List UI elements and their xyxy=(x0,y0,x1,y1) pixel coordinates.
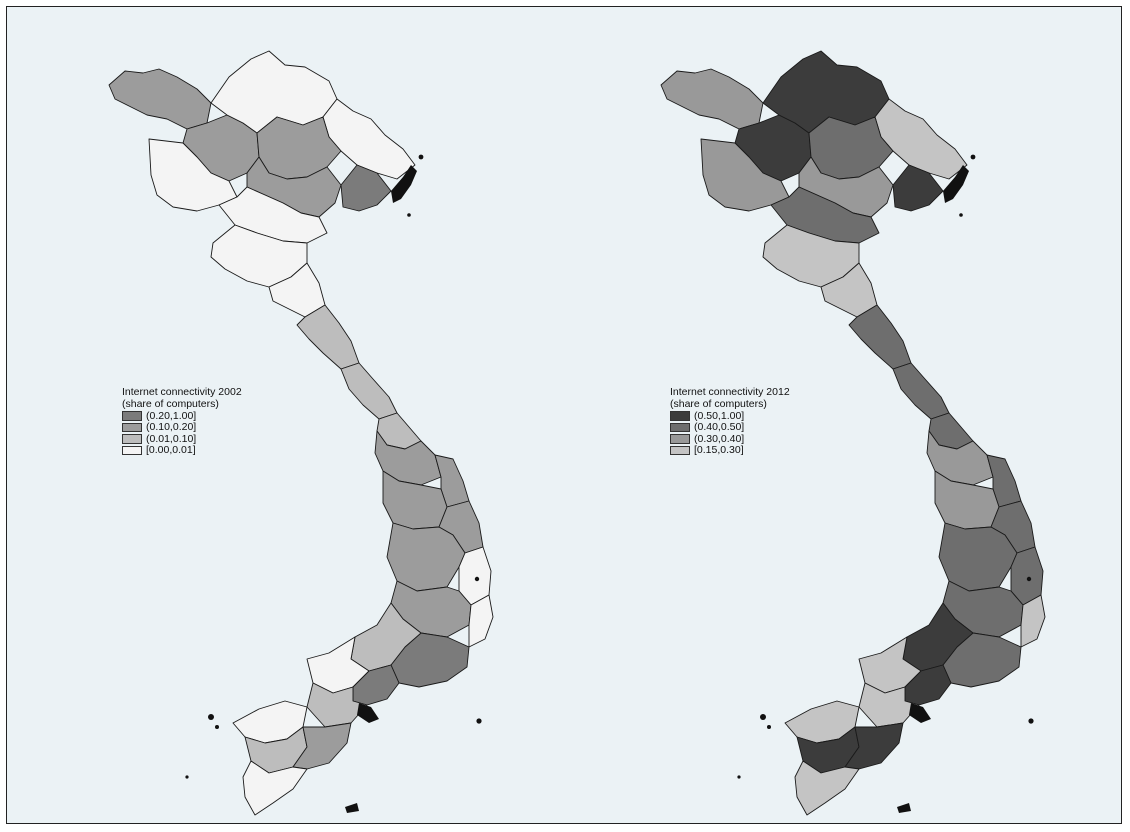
legend-label: [0.15,0.30] xyxy=(694,444,744,457)
legend-row: (0.50,1.00] xyxy=(670,410,790,422)
region-nw-far xyxy=(108,68,212,130)
legend-swatch xyxy=(122,411,142,421)
region-delta-coast xyxy=(892,164,944,212)
region-quangtri-hue xyxy=(340,362,398,420)
legend-row: (0.30,0.40] xyxy=(670,433,790,445)
figure-panel: Internet connectivity 2002 (share of com… xyxy=(6,6,1122,824)
legend-row: (0.01,0.10] xyxy=(122,433,242,445)
legend-swatch xyxy=(122,445,142,455)
legend-swatch xyxy=(122,422,142,432)
legend-row: [0.15,0.30] xyxy=(670,444,790,457)
legend-swatch xyxy=(670,445,690,455)
region-camau xyxy=(242,760,308,816)
legend-title: Internet connectivity 2012 xyxy=(670,386,790,398)
legend-row: (0.10,0.20] xyxy=(122,421,242,434)
region-quangtri-hue xyxy=(892,362,950,420)
map-2012 xyxy=(660,50,1046,816)
provinces-2012 xyxy=(660,50,1046,816)
region-delta-coast xyxy=(340,164,392,212)
map-2002 xyxy=(108,50,494,816)
legend-title: Internet connectivity 2002 xyxy=(122,386,242,398)
provinces-2002 xyxy=(108,50,494,816)
legend-label: (0.10,0.20] xyxy=(146,421,197,434)
legend-row: [0.00,0.01] xyxy=(122,444,242,457)
legend-row: (0.20,1.00] xyxy=(122,410,242,422)
region-ne-east xyxy=(874,98,968,180)
region-quangbinh xyxy=(848,304,912,370)
legend-label: (0.30,0.40] xyxy=(694,432,745,445)
coastal-islets-2012 xyxy=(737,154,1034,813)
coastal-islets-2002 xyxy=(185,154,482,813)
legend-subtitle: (share of computers) xyxy=(670,398,767,410)
legend-label: (0.20,1.00] xyxy=(146,409,197,422)
region-mekong-east xyxy=(292,722,352,770)
legend-row: (0.40,0.50] xyxy=(670,421,790,434)
legend-2002: Internet connectivity 2002 (share of com… xyxy=(122,386,242,456)
legend-swatch xyxy=(670,422,690,432)
legend-swatch xyxy=(122,434,142,444)
legend-subtitle: (share of computers) xyxy=(122,398,219,410)
legend-swatch xyxy=(670,411,690,421)
region-quangbinh xyxy=(296,304,360,370)
legend-label: [0.00,0.01] xyxy=(146,444,196,457)
legend-label: (0.50,1.00] xyxy=(694,409,745,422)
region-mekong-east xyxy=(844,722,904,770)
legend-2012: Internet connectivity 2012 (share of com… xyxy=(670,386,790,456)
region-ne-east xyxy=(322,98,416,180)
legend-label: (0.40,0.50] xyxy=(694,421,745,434)
region-nw-far xyxy=(660,68,764,130)
legend-label: (0.01,0.10] xyxy=(146,432,197,445)
legend-swatch xyxy=(670,434,690,444)
region-camau xyxy=(794,760,860,816)
